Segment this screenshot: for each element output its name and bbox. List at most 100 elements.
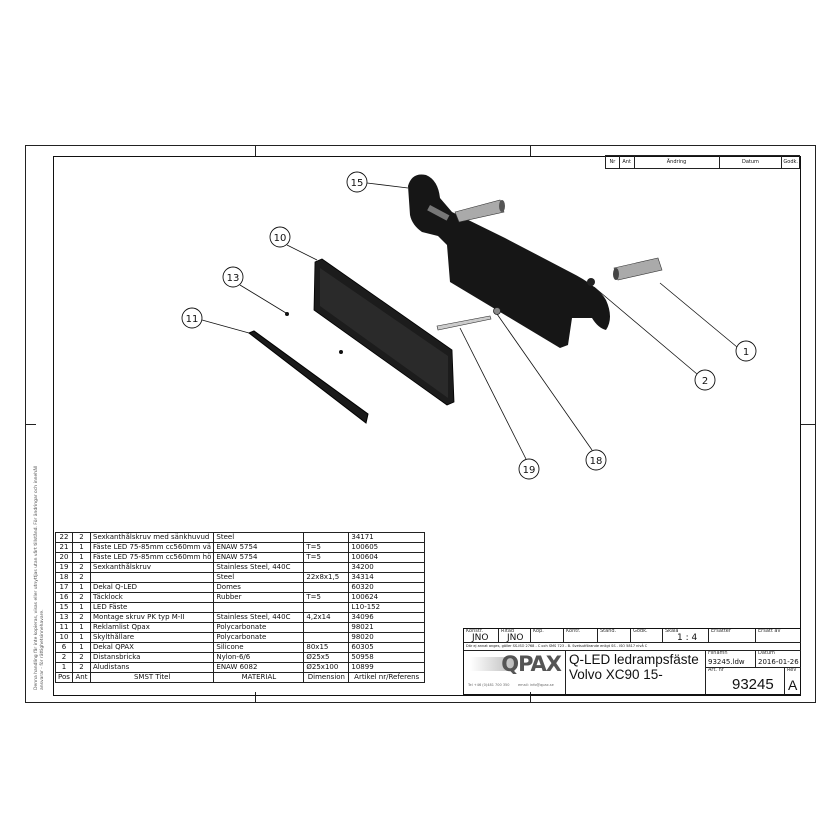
bom-cell-material: Nylon-6/6 xyxy=(213,652,305,663)
bom-cell-ant: 2 xyxy=(72,662,91,673)
bom-header-titel: SMST Titel xyxy=(89,672,215,683)
bom-cell-pos: 1 xyxy=(55,662,73,673)
bom-cell-pos: 17 xyxy=(55,582,73,593)
bom-cell-titel: Montage skruv PK typ M-II xyxy=(89,612,215,623)
bom-cell-ant: 2 xyxy=(72,562,91,573)
ritad-label: Ritad xyxy=(501,629,515,634)
bom-cell-material: Silicone xyxy=(213,642,305,653)
leader-lines xyxy=(201,182,738,460)
bom-cell-ant: 2 xyxy=(72,572,91,583)
bom-cell-ant: 2 xyxy=(72,652,91,663)
bom-cell-ant: 1 xyxy=(72,632,91,643)
rev-andring-header: Ändring xyxy=(633,155,720,169)
bom-cell-ant: 1 xyxy=(72,582,91,593)
balloon-label: 2 xyxy=(702,376,708,387)
ersatter-label: Ersätter xyxy=(711,629,731,634)
logo-text: QPAX xyxy=(501,652,562,676)
bom-cell-dimension xyxy=(303,582,350,593)
stand-label: Stand. xyxy=(600,629,617,634)
bom-cell-material: ENAW 5754 xyxy=(213,542,305,553)
bom-cell-pos: 21 xyxy=(55,542,73,553)
bom-cell-dimension: T=5 xyxy=(303,592,350,603)
bom-cell-material xyxy=(213,602,305,613)
bom-cell-titel: Skylthållare xyxy=(89,632,215,643)
bom-header-ant: Ant xyxy=(72,672,91,683)
bom-cell-pos: 20 xyxy=(55,552,73,563)
konstr-label: Konstr. xyxy=(466,629,484,634)
bom-cell-pos: 19 xyxy=(55,562,73,573)
bom-cell-titel: Sexkanthålskruv med sänkhuvud xyxy=(89,532,215,543)
balloon-label: 1 xyxy=(743,347,749,358)
bom-cell-ant: 1 xyxy=(72,552,91,563)
balloon-label: 10 xyxy=(274,233,287,244)
drawing-frame-outer xyxy=(25,145,816,703)
rev-label: Rev xyxy=(787,668,797,673)
kop-label: Kop. xyxy=(533,629,544,634)
bom-cell-dimension: Ø25x5 xyxy=(303,652,350,663)
bom-cell-pos: 11 xyxy=(55,622,73,633)
bom-cell-titel: Distansbricka xyxy=(89,652,215,663)
bom-cell-dimension xyxy=(303,602,350,613)
company-logo: QPAX Tel +46 (0)481 700 350 email: info@… xyxy=(464,651,566,694)
rev-datum-header: Datum xyxy=(718,155,783,169)
drawing-frame-inner xyxy=(53,156,801,696)
konstr-value: JNO xyxy=(472,633,489,643)
aluminium-spacer-part-1 xyxy=(454,199,663,281)
bom-cell-artikel: 34096 xyxy=(348,612,425,623)
bom-cell-ant: 2 xyxy=(72,612,91,623)
bom-cell-titel: Dekal Q-LED xyxy=(89,582,215,593)
bom-cell-artikel: 98021 xyxy=(348,622,425,633)
led-bracket-part-15 xyxy=(408,174,610,348)
balloon-13 xyxy=(222,266,244,288)
balloon-11 xyxy=(181,307,203,329)
balloon-18 xyxy=(585,449,607,471)
bom-cell-pos: 10 xyxy=(55,632,73,643)
bom-cell-dimension xyxy=(303,532,350,543)
skala-label: Skala xyxy=(665,629,679,634)
spacer-washer-part-2 xyxy=(587,278,595,286)
balloon-label: 19 xyxy=(523,465,536,476)
bom-cell-material: Steel xyxy=(213,572,305,583)
skala-value: 1 : 4 xyxy=(677,633,698,643)
bom-cell-dimension: 4,2x14 xyxy=(303,612,350,623)
bom-cell-material: Rubber xyxy=(213,592,305,603)
bom-cell-artikel: 100604 xyxy=(348,552,425,563)
ersatt-av-label: Ersatt av xyxy=(758,629,781,634)
bom-header-pos: Pos xyxy=(55,672,73,683)
balloon-label: 11 xyxy=(186,314,199,325)
artnr-value: 93245 xyxy=(732,676,774,693)
email-text: email: info@qpax.se xyxy=(518,683,554,687)
bom-cell-dimension xyxy=(303,562,350,573)
balloon-19 xyxy=(518,458,540,480)
bom-cell-dimension xyxy=(303,622,350,633)
bom-cell-ant: 1 xyxy=(72,602,91,613)
bom-cell-artikel: 34171 xyxy=(348,532,425,543)
bom-cell-dimension xyxy=(303,632,350,643)
revision-table: Nr Ant Ändring Datum Godk. xyxy=(605,155,800,169)
bom-cell-material: Polycarbonate xyxy=(213,632,305,643)
artnr-label: Art. nr xyxy=(708,668,724,673)
bom-cell-material: Stainless Steel, 440C xyxy=(213,612,305,623)
rev-godk-header: Godk. xyxy=(781,155,800,169)
balloon-label: 13 xyxy=(227,273,240,284)
balloon-label: 15 xyxy=(351,178,364,189)
bom-cell-titel: Dekal QPAX xyxy=(89,642,215,653)
washer-part-18 xyxy=(493,307,501,315)
bom-cell-pos: 6 xyxy=(55,642,73,653)
bom-cell-material: Domes xyxy=(213,582,305,593)
bom-cell-material: ENAW 6082 xyxy=(213,662,305,673)
bom-cell-dimension: 22x8x1,5 xyxy=(303,572,350,583)
